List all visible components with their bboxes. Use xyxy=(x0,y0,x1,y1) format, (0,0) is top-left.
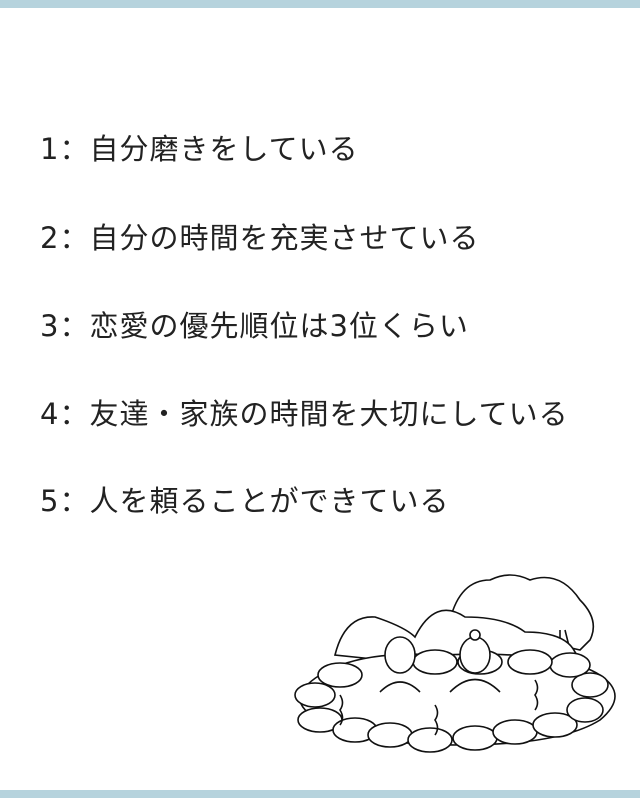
top-accent-bar xyxy=(0,0,640,8)
list-item-1: 1：自分磨きをしている xyxy=(40,132,359,166)
list-item-2: 2：自分の時間を充実させている xyxy=(40,221,480,255)
steam-icon xyxy=(339,679,539,736)
person-right xyxy=(449,629,501,693)
list-item-5: 5：人を頼ることができている xyxy=(40,484,450,518)
hot-spring-illustration xyxy=(294,574,616,753)
bottom-accent-bar xyxy=(0,790,640,798)
tree-icon xyxy=(449,574,595,651)
list-item-4: 4：友達・家族の時間を大切にしている xyxy=(40,397,569,431)
rocks xyxy=(294,649,609,753)
person-left xyxy=(379,636,421,693)
list-item-3: 3：恋愛の優先順位は3位くらい xyxy=(40,309,469,343)
